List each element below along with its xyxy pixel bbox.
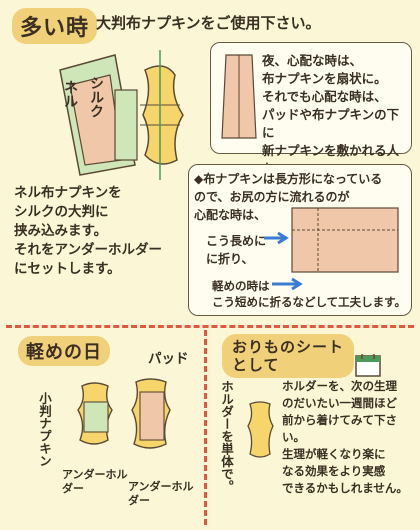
orimono-right-text: ホルダーを、次の生理 のだいたい一週間ほど 前から着けてみて下さい。 生理が軽く…	[282, 378, 414, 497]
orimono-title: おりものシート として	[222, 334, 355, 378]
fold-tip-text: ◆布ナプキンは長方形になっている ので、お尻の方に流れるのが 心配な時は、	[194, 170, 406, 224]
section-divider	[204, 330, 207, 525]
heavy-left-line: シルクの大判に	[14, 204, 109, 220]
pad-label: パッド	[148, 351, 189, 367]
heavy-left-text: ネル布ナプキンを シルクの大判に 挟み込みます。 それをアンダーホルダー にセッ…	[14, 184, 174, 279]
orimono-title-line: として	[232, 356, 280, 374]
calendar-icon	[355, 354, 381, 377]
flannel-label: ネル	[62, 80, 78, 108]
heavy-subtitle: 大判布ナプキンをご使用下さい。	[96, 14, 321, 32]
arrow-right-icon	[264, 231, 289, 245]
night-tip-line: それでも心配な時は、	[262, 89, 387, 104]
fan-fold-illustration	[221, 54, 257, 139]
fold-short-line: 軽めの時は	[212, 279, 270, 293]
holder-label-right: アンダーホルダー	[128, 480, 194, 507]
orimono-line: 前から着けてみて下さい。	[282, 413, 397, 444]
rectangle-fold-illustration	[291, 207, 399, 273]
silk-label: シルク	[88, 76, 104, 118]
night-tip-line: 布ナプキンを扇状に。	[262, 71, 387, 86]
napkin-fold-illustration	[59, 50, 184, 180]
orimono-line: ホルダーを、次の生理	[282, 379, 397, 393]
light-napkins-illustration	[77, 378, 171, 449]
heavy-left-line: ネル布ナプキンを	[14, 185, 122, 201]
orimono-line: できるかもしれません。	[282, 481, 408, 495]
arrow-right-icon	[272, 277, 303, 291]
holder-label-left: アンダーホルダー	[62, 468, 128, 495]
section-divider	[6, 325, 414, 328]
fold-tip-line: ◆布ナプキンは長方形になっている	[194, 172, 383, 186]
fold-long-line: に折り、	[206, 252, 254, 266]
night-tip-line: パッドや布ナプキンの下に	[262, 107, 400, 140]
orimono-title-line: おりものシート	[232, 338, 345, 356]
heavy-left-line: にセットします。	[14, 261, 121, 277]
orimono-line: のだいたい一週間ほど	[282, 396, 397, 410]
orimono-line: なる効果をより実感	[282, 464, 386, 478]
fold-short-text: 軽めの時は こう短めに折るなどして工夫します。	[212, 278, 408, 310]
night-tip-line: 夜、心配な時は、	[262, 53, 363, 68]
fold-tip-line: ので、お尻の方に流れるのが	[194, 190, 350, 204]
small-napkin-label: 小判ナプキン	[37, 392, 52, 467]
orimono-vertical-text: ホルダーを単体で。	[219, 380, 234, 493]
fold-short-line: こう短めに折るなどして工夫します。	[212, 295, 407, 309]
fold-long-text: こう長めに に折り、	[206, 232, 286, 268]
fold-tip-line: 心配な時は、	[194, 208, 267, 222]
orimono-line: 生理が軽くなり楽に	[282, 447, 386, 461]
holder-illustration	[247, 401, 274, 458]
night-tip-text: 夜、心配な時は、 布ナプキンを扇状に。 それでも心配な時は、 パッドや布ナプキン…	[262, 52, 407, 178]
heavy-left-line: それをアンダーホルダー	[14, 242, 162, 258]
light-title: 軽めの日	[18, 336, 110, 366]
heavy-left-line: 挟み込みます。	[14, 223, 108, 239]
fold-long-line: こう長めに	[206, 234, 267, 248]
heavy-title: 多い時	[12, 8, 98, 44]
